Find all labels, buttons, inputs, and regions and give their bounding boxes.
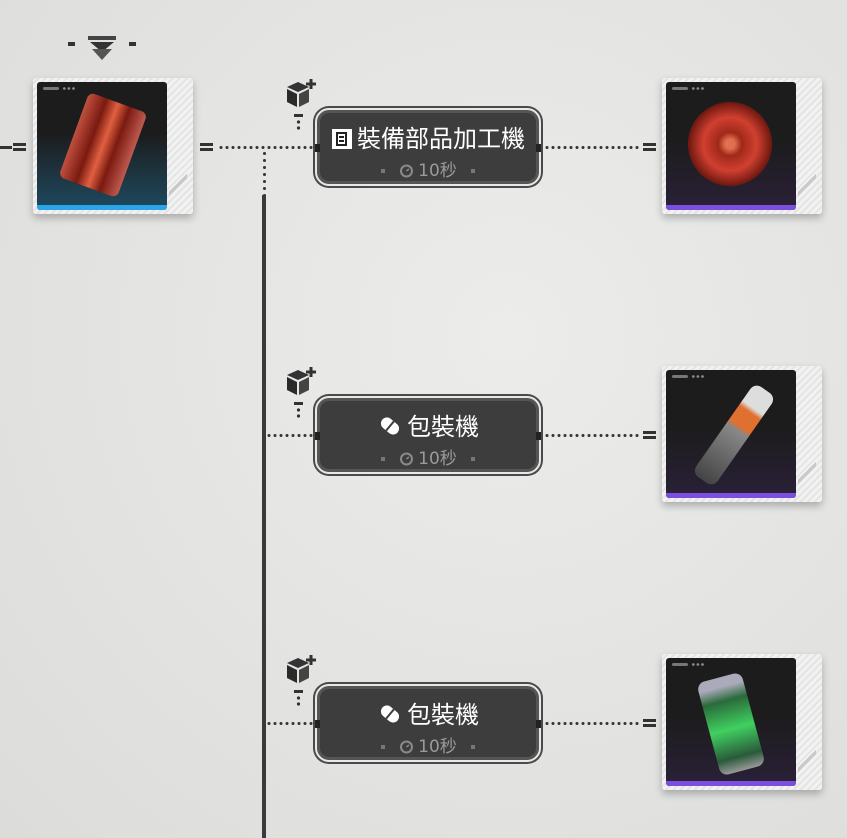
item-image xyxy=(696,671,766,777)
output-item-card[interactable] xyxy=(662,654,822,792)
clock-icon xyxy=(400,452,414,466)
branch-connector xyxy=(218,146,316,149)
process-time: 10秒 xyxy=(418,161,457,181)
add-box-button[interactable] xyxy=(283,653,319,709)
machine-name: 包裝機 xyxy=(407,413,479,441)
document-icon xyxy=(332,129,352,149)
machine-node[interactable]: 裝備部品加工機 10秒 xyxy=(315,108,541,186)
machine-name: 包裝機 xyxy=(407,701,479,729)
branch-connector xyxy=(266,434,316,437)
branch-connector xyxy=(266,722,316,725)
connector-equals xyxy=(643,143,656,151)
output-connector xyxy=(544,434,640,437)
item-image xyxy=(691,382,777,488)
machine-node[interactable]: 包裝機 10秒 xyxy=(315,396,541,474)
connector-equals xyxy=(643,719,656,727)
box-plus-icon xyxy=(287,79,316,130)
connector-equals xyxy=(13,143,26,151)
machine-name: 裝備部品加工機 xyxy=(357,125,525,153)
box-plus-icon xyxy=(287,367,316,418)
capsule-icon xyxy=(380,417,400,435)
box-plus-icon xyxy=(287,655,316,706)
source-item-card[interactable] xyxy=(33,78,193,216)
connector-equals xyxy=(643,431,656,439)
process-time: 10秒 xyxy=(418,737,457,757)
trunk-line xyxy=(262,195,266,838)
output-connector xyxy=(544,146,640,149)
double-chevron-down-icon xyxy=(88,36,116,60)
output-item-card[interactable] xyxy=(662,366,822,504)
add-box-button[interactable] xyxy=(283,77,319,133)
clock-icon xyxy=(400,740,414,754)
output-item-card[interactable] xyxy=(662,78,822,216)
add-box-button[interactable] xyxy=(283,365,319,421)
connector-equals xyxy=(200,143,213,151)
output-connector xyxy=(544,722,640,725)
collapse-toggle[interactable] xyxy=(66,36,138,62)
clock-icon xyxy=(400,164,414,178)
item-image xyxy=(58,92,148,198)
branch-connector xyxy=(263,150,266,195)
input-connector xyxy=(0,146,12,149)
machine-node[interactable]: 包裝機 10秒 xyxy=(315,684,541,762)
process-time: 10秒 xyxy=(418,449,457,469)
item-image xyxy=(688,102,772,186)
capsule-icon xyxy=(380,705,400,723)
